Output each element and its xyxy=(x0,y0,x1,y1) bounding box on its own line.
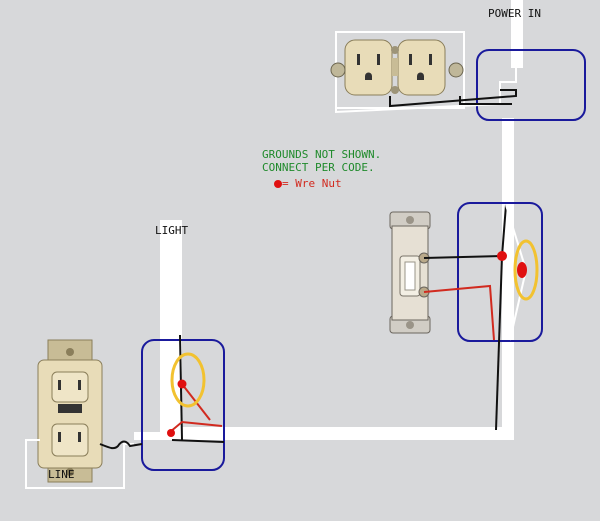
power-feed-wires xyxy=(335,68,517,114)
line-label: LINE xyxy=(48,468,75,481)
toggle-switch-icon xyxy=(389,211,431,334)
light-label: LIGHT xyxy=(155,224,189,237)
wire-nut-legend: = Wre Nut xyxy=(274,177,342,190)
switch-box-wires xyxy=(423,204,527,431)
wire-nut-dot xyxy=(177,379,187,389)
grounds-note: GROUNDS NOT SHOWN. CONNECT PER CODE. xyxy=(262,148,381,174)
wire-nut-icon xyxy=(513,239,539,301)
wire-nut-dot xyxy=(167,429,175,437)
wire-nut-legend-symbol: = xyxy=(282,177,289,190)
power-junction-box xyxy=(476,49,586,121)
grounds-note-line-1: GROUNDS NOT SHOWN. xyxy=(262,148,382,161)
wire-nut-dot xyxy=(517,262,527,278)
power-in-label: POWER IN xyxy=(488,7,541,20)
wire-nut-legend-text: Wre Nut xyxy=(295,177,342,190)
gfci-line-wires xyxy=(25,439,143,489)
wire-nut-icon xyxy=(170,352,206,408)
wire-nut-legend-dot xyxy=(274,180,282,188)
light-junction-box xyxy=(141,339,225,471)
gfci-outlet-icon xyxy=(37,339,103,483)
wire-nut-dot xyxy=(497,251,507,261)
duplex-outlet-icon xyxy=(330,31,465,109)
grounds-note-line-2: CONNECT PER CODE. xyxy=(262,161,375,174)
